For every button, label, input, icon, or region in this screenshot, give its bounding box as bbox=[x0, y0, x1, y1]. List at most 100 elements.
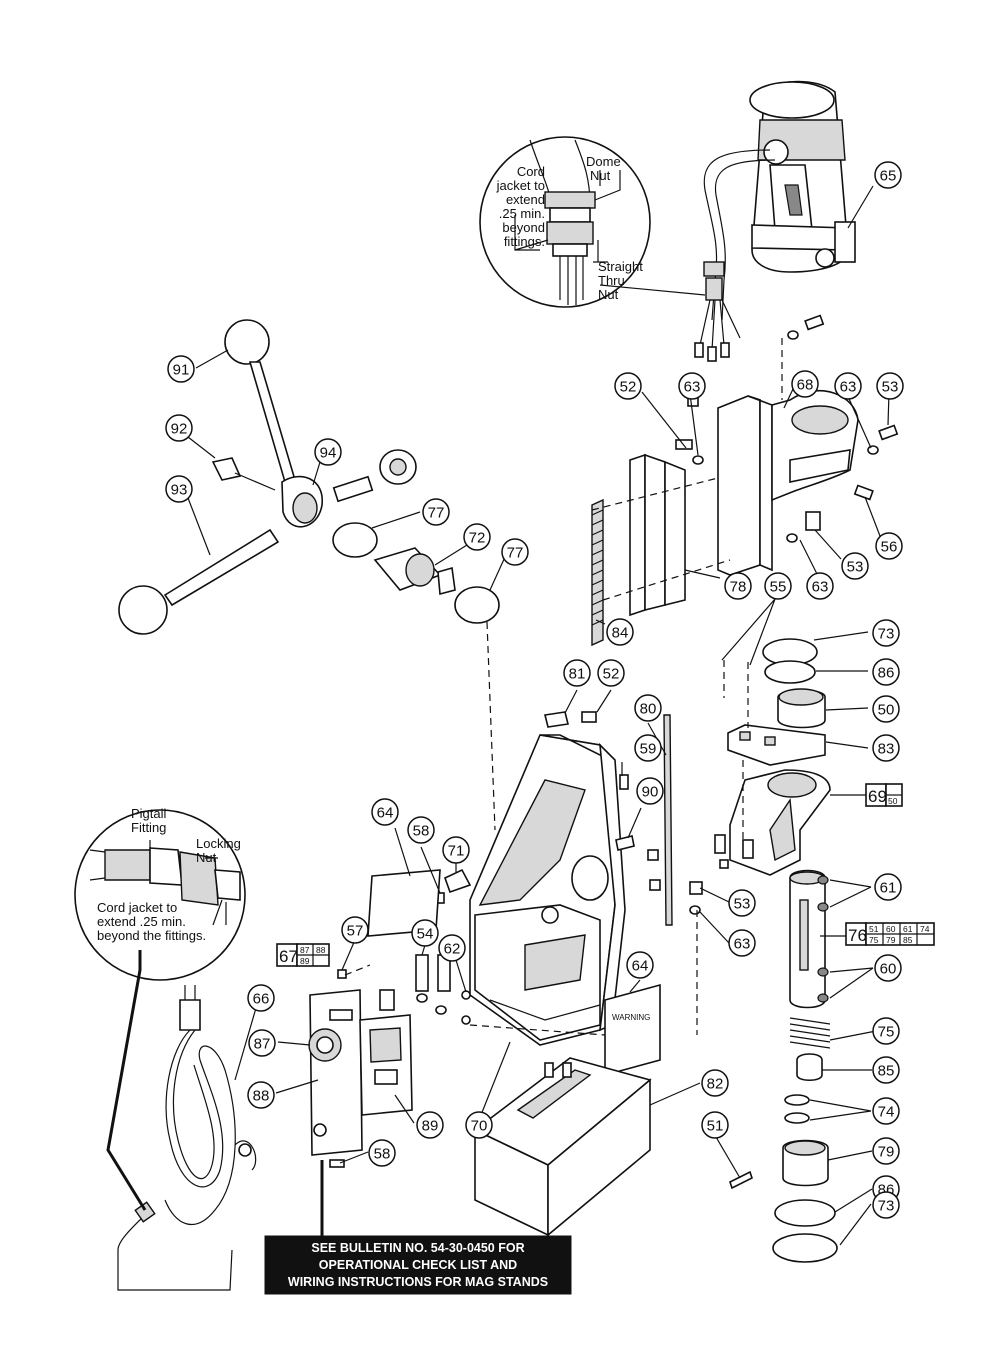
callout-label: 62 bbox=[444, 941, 461, 958]
callout-circle bbox=[606, 618, 634, 646]
ref76-main: 76 bbox=[848, 926, 867, 945]
boxed-ref-67: 67 87 88 89 bbox=[276, 943, 330, 967]
callout-label: 83 bbox=[878, 741, 895, 758]
callout-circle bbox=[872, 1137, 900, 1165]
straight-nut-line-1: Straight bbox=[598, 259, 643, 274]
callout-circle bbox=[728, 929, 756, 957]
cord-note-top-4: .25 min. bbox=[499, 206, 545, 221]
callout-circle bbox=[806, 572, 834, 600]
callout-circle bbox=[411, 919, 439, 947]
callout-label: 52 bbox=[603, 666, 620, 683]
callout-label: 79 bbox=[878, 1144, 895, 1161]
callout-circle bbox=[634, 734, 662, 762]
callout-bubble: 55 bbox=[764, 572, 792, 600]
ref76-sub-1: 51 bbox=[869, 924, 879, 934]
detail-circle-left bbox=[74, 809, 246, 981]
column-assembly bbox=[714, 638, 838, 1263]
callout-circle bbox=[463, 523, 491, 551]
callout-bubble: 84 bbox=[606, 618, 634, 646]
detail-circle-top bbox=[479, 136, 651, 308]
callout-circle bbox=[501, 538, 529, 566]
callout-circle bbox=[678, 372, 706, 400]
top-detail-notes: Cord jacket to extend .25 min. beyond fi… bbox=[496, 154, 644, 302]
callout-label: 93 bbox=[171, 482, 188, 499]
callout-label: 54 bbox=[417, 926, 434, 943]
callout-circle bbox=[247, 1081, 275, 1109]
callout-bubble: 89 bbox=[416, 1111, 444, 1139]
callout-bubble: 70 bbox=[465, 1111, 493, 1139]
callout-circle bbox=[416, 1111, 444, 1139]
callout-bubble: 61 bbox=[874, 873, 902, 901]
callout-label: 63 bbox=[840, 379, 857, 396]
callout-bubble: 50 bbox=[872, 695, 900, 723]
callout-bubble: 81 bbox=[563, 659, 591, 687]
callout-bubble: 62 bbox=[438, 934, 466, 962]
callout-bubble: 64 bbox=[626, 951, 654, 979]
callout-label: 74 bbox=[878, 1104, 895, 1121]
callout-bubble: 91 bbox=[167, 355, 195, 383]
locking-nut-line-2: Nut bbox=[196, 850, 217, 865]
callout-bubble: 71 bbox=[442, 836, 470, 864]
ref67-sub-2: 88 bbox=[316, 945, 326, 955]
callout-circle bbox=[465, 1111, 493, 1139]
callout-bubble: 74 bbox=[872, 1097, 900, 1125]
bulletin-box: SEE BULLETIN NO. 54-30-0450 FOR OPERATIO… bbox=[264, 1235, 572, 1295]
callout-label: 61 bbox=[880, 880, 897, 897]
callout-bubble: 92 bbox=[165, 414, 193, 442]
callout-bubble: 82 bbox=[701, 1069, 729, 1097]
callout-label: 72 bbox=[469, 530, 486, 547]
callout-circle bbox=[872, 1097, 900, 1125]
callout-circle bbox=[597, 659, 625, 687]
locking-nut-line-1: Locking bbox=[196, 836, 241, 851]
callout-label: 71 bbox=[448, 843, 465, 860]
callout-bubble: 86 bbox=[872, 658, 900, 686]
callout-label: 89 bbox=[422, 1118, 439, 1135]
ref67-sub-3: 89 bbox=[300, 956, 310, 966]
callout-label: 53 bbox=[734, 896, 751, 913]
callout-bubble: 53 bbox=[728, 889, 756, 917]
callout-circle bbox=[614, 372, 642, 400]
callout-circle bbox=[368, 1139, 396, 1167]
callout-circle bbox=[874, 161, 902, 189]
callout-label: 88 bbox=[253, 1088, 270, 1105]
ref76-sub-3: 61 bbox=[903, 924, 913, 934]
pigtail-line-2: Fitting bbox=[131, 820, 166, 835]
callout-label: 73 bbox=[878, 626, 895, 643]
ref76-sub-5: 75 bbox=[869, 935, 879, 945]
dome-nut-line-2: Nut bbox=[590, 168, 611, 183]
callout-label: 73 bbox=[878, 1198, 895, 1215]
callout-bubble: 85 bbox=[872, 1056, 900, 1084]
warning-label-card: WARNING bbox=[604, 983, 661, 1077]
carriage-68 bbox=[717, 389, 859, 576]
callout-circle bbox=[872, 734, 900, 762]
callout-bubble: 88 bbox=[247, 1081, 275, 1109]
callout-label: 58 bbox=[374, 1146, 391, 1163]
callout-label: 52 bbox=[620, 379, 637, 396]
callout-circle bbox=[314, 438, 342, 466]
callout-bubble: 77 bbox=[422, 498, 450, 526]
callout-circle bbox=[872, 1056, 900, 1084]
callout-bubble: 72 bbox=[463, 523, 491, 551]
cord-fittings bbox=[694, 261, 741, 362]
callout-label: 68 bbox=[797, 377, 814, 394]
left-detail-notes: Pigtail Fitting Locking Nut Cord jacket … bbox=[97, 806, 241, 943]
callout-label: 63 bbox=[812, 579, 829, 596]
callout-label: 66 bbox=[253, 991, 270, 1008]
callout-label: 70 bbox=[471, 1118, 488, 1135]
callout-bubble: 57 bbox=[341, 916, 369, 944]
motor-assembly bbox=[749, 80, 856, 273]
callout-bubble: 63 bbox=[678, 372, 706, 400]
callout-circle bbox=[876, 372, 904, 400]
callout-circle bbox=[872, 619, 900, 647]
dome-nut-line-1: Dome bbox=[586, 154, 621, 169]
callout-label: 75 bbox=[878, 1024, 895, 1041]
callout-circle bbox=[442, 836, 470, 864]
handle-assembly bbox=[118, 319, 500, 635]
callout-label: 91 bbox=[173, 362, 190, 379]
callout-circle bbox=[874, 873, 902, 901]
callout-bubble: 83 bbox=[872, 734, 900, 762]
callout-circle bbox=[636, 777, 664, 805]
callout-bubble: 77 bbox=[501, 538, 529, 566]
